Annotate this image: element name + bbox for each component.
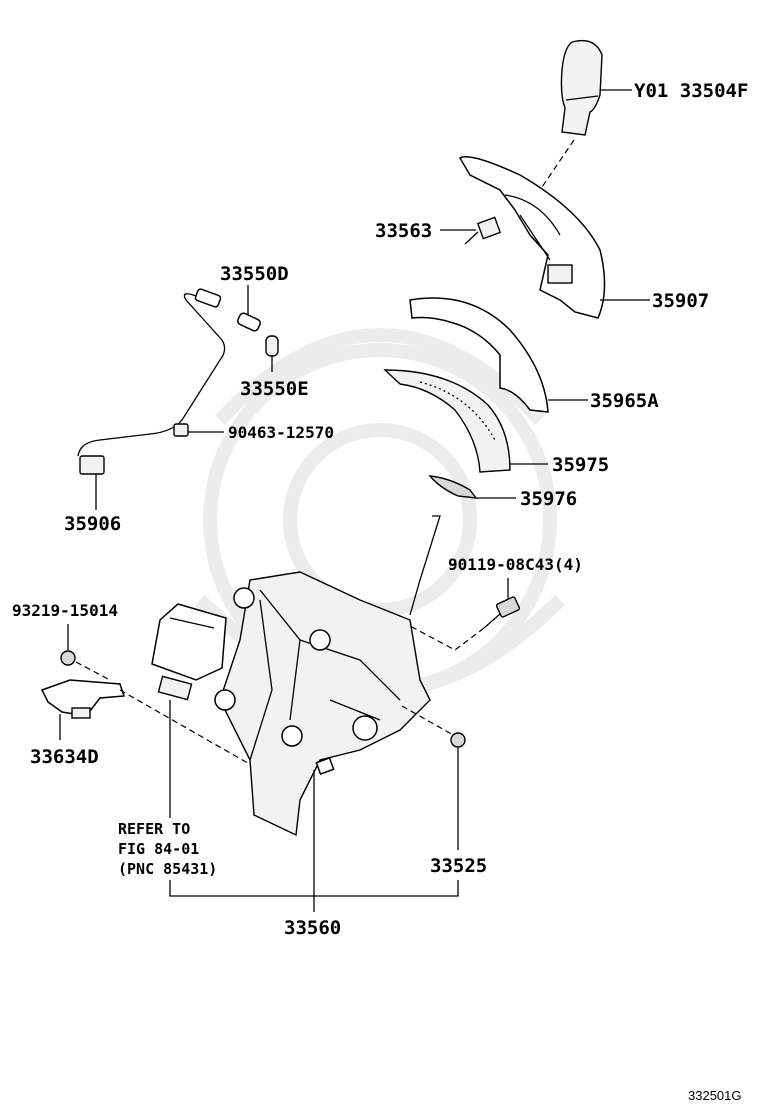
label-bezel-cover: 35907 <box>652 290 709 312</box>
illumination-wire[interactable] <box>77 288 226 475</box>
label-nut-33525: 33525 <box>430 855 487 877</box>
bulb-d[interactable] <box>236 312 261 332</box>
label-bracket: 33634D <box>30 746 99 768</box>
slide-plate[interactable] <box>409 297 549 413</box>
label-slide-plate: 35965A <box>590 390 659 412</box>
label-nut-93219: 93219-15014 <box>12 601 118 620</box>
label-indicator: 35975 <box>552 454 609 476</box>
bulb-e[interactable] <box>265 335 279 357</box>
label-pin: 33563 <box>375 220 432 242</box>
position-indicator[interactable] <box>383 369 511 473</box>
shift-lock-solenoid[interactable] <box>151 603 227 701</box>
figure-code: 332501G <box>688 1088 742 1103</box>
label-bolt: 90119-08C43(4) <box>448 555 583 574</box>
label-bulb-e: 33550E <box>240 378 309 400</box>
label-shift-knob: Y01 33504F <box>634 80 748 102</box>
shift-lever-assembly[interactable] <box>214 515 441 837</box>
bracket-33634d[interactable] <box>40 679 126 719</box>
label-lever-assembly: 33560 <box>284 917 341 939</box>
ref-note-line3: (PNC 85431) <box>118 860 217 878</box>
shift-knob[interactable] <box>560 39 603 136</box>
label-bulb-d: 33550D <box>220 263 289 285</box>
socket-pin[interactable] <box>464 216 502 245</box>
label-wire: 35906 <box>64 513 121 535</box>
wire-clip[interactable] <box>173 423 189 437</box>
label-indicator-plate: 35976 <box>520 488 577 510</box>
nut-93219[interactable] <box>60 650 76 666</box>
mounting-bolt[interactable] <box>483 596 521 629</box>
nut-33525[interactable] <box>450 732 466 748</box>
shift-lever-cover[interactable] <box>458 156 606 319</box>
ref-note-line1: REFER TO <box>118 820 190 838</box>
label-clip: 90463-12570 <box>228 423 334 442</box>
ref-note-line2: FIG 84-01 <box>118 840 199 858</box>
